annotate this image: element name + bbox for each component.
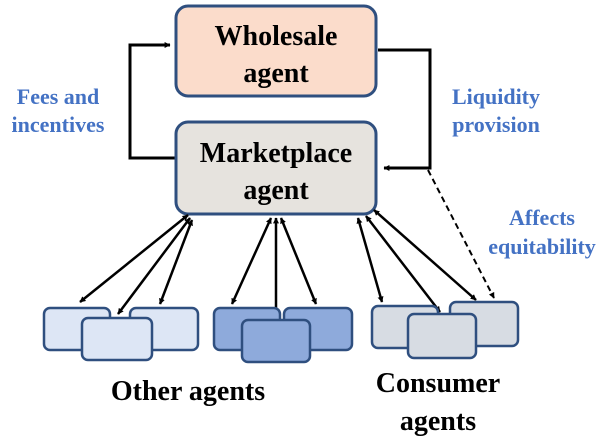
fees-label-line2: incentives	[12, 112, 105, 137]
marketplace-agent-label-line2: agent	[243, 175, 309, 206]
marketplace-agent-label-line1: Marketplace	[200, 138, 352, 169]
fees-label-line1: Fees and	[17, 84, 100, 109]
agent-card	[240, 318, 312, 364]
marketplace-agent-node: Marketplace agent	[174, 120, 378, 216]
wholesale-agent-label-line1: Wholesale	[215, 21, 338, 52]
affects-label-line1: Affects	[509, 205, 575, 230]
fees-and-incentives-label: Fees and incentives	[12, 84, 105, 137]
affects-label-line2: equitability	[488, 234, 596, 259]
liquidity-label-line1: Liquidity	[452, 84, 540, 109]
wholesale-agent-label-line2: agent	[243, 58, 309, 89]
agent-card	[80, 316, 154, 362]
other-agents-label: Other agents	[111, 376, 265, 407]
consumer-agents-label-line1: Consumer	[376, 368, 500, 399]
link-left-3	[158, 219, 194, 305]
affects-equitability-label: Affects equitability	[488, 205, 596, 259]
affects-equitability-arrow	[427, 169, 495, 299]
marketplace-agent-links	[79, 209, 477, 319]
wholesale-agent-node: Wholesale agent	[174, 4, 378, 98]
liquidity-label-line2: provision	[452, 112, 540, 137]
fees-loop-arrow	[128, 42, 178, 160]
liquidity-provision-label: Liquidity provision	[452, 84, 540, 137]
link-left-1	[79, 214, 189, 303]
other-agents-dark-group	[212, 306, 354, 364]
other-agents-light-group	[42, 306, 200, 362]
consumer-agents-label-line2: agents	[400, 406, 476, 437]
link-right-3	[373, 209, 477, 301]
liquidity-loop-arrow	[378, 48, 432, 171]
link-right-2	[365, 215, 441, 313]
agent-card	[406, 312, 478, 360]
link-mid-3	[279, 217, 318, 305]
consumer-agents-group	[370, 300, 520, 360]
link-mid-1	[230, 217, 273, 305]
link-left-2	[117, 217, 191, 315]
